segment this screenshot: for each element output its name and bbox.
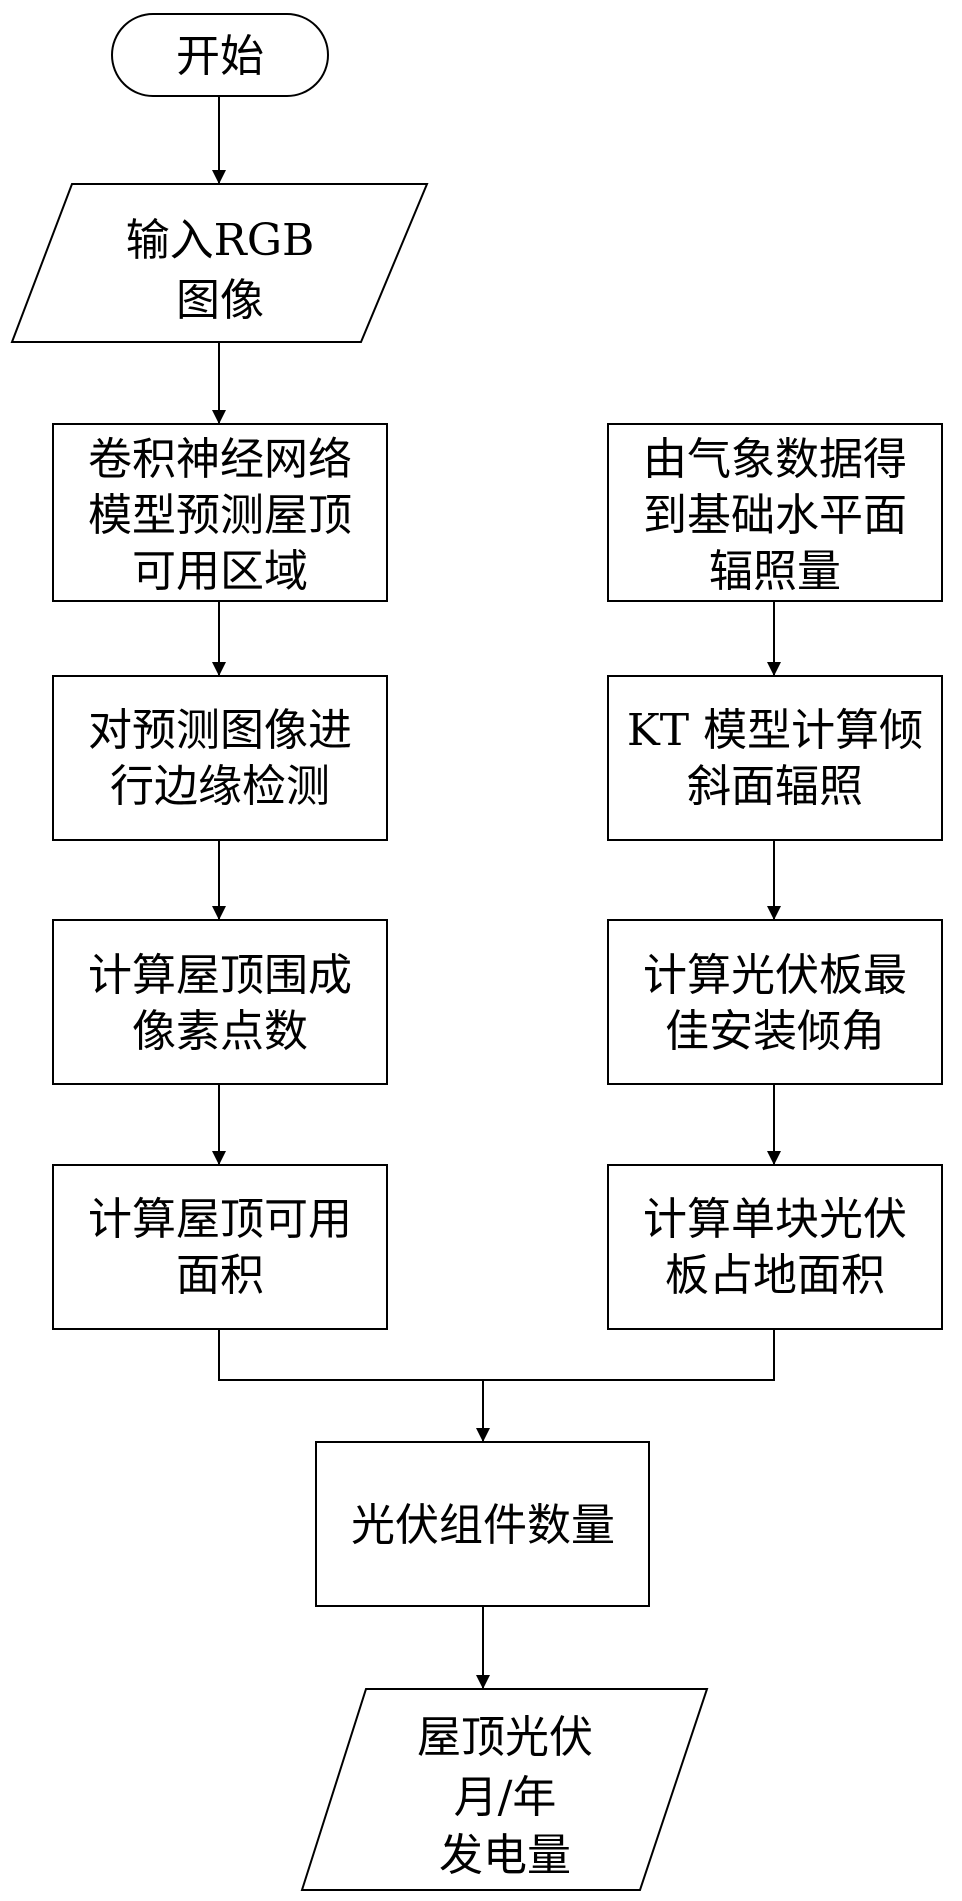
right-step1-line-2: 到基础水平面 [643,490,907,541]
left-step1-line-1: 卷积神经网络 [88,434,352,485]
left-step1-line-2: 模型预测屋顶 [88,490,352,541]
right-step2-line-1: KT 模型计算倾 [627,705,923,756]
right-step1-line-1: 由气象数据得 [643,434,907,485]
right-step3-line-2: 佳安装倾角 [665,1006,885,1057]
left-step2-line-1: 对预测图像进 [88,705,352,756]
right-step2-box [607,675,943,841]
output-line-2: 月/年 [454,1772,557,1823]
output-line-1: 屋顶光伏 [417,1712,593,1763]
left-step2-line-2: 行边缘检测 [110,761,330,812]
left-step4-box [52,1164,388,1330]
input-parallelogram [10,183,429,343]
left-step4-line-2: 面积 [176,1250,264,1301]
left-step4-line-1: 计算屋顶可用 [88,1194,352,1245]
input-line-1: 输入RGB [126,215,315,266]
output-line-3: 发电量 [439,1830,571,1881]
join-line [218,1329,775,1381]
left-step1-line-3: 可用区域 [132,546,308,597]
left-step3-line-2: 像素点数 [132,1006,308,1057]
input-line-2: 图像 [176,275,264,326]
merge-label: 光伏组件数量 [351,1500,615,1551]
left-step3-line-1: 计算屋顶围成 [88,950,352,1001]
right-step4-line-1: 计算单块光伏 [643,1194,907,1245]
left-step2-box [52,675,388,841]
right-step3-box [607,919,943,1085]
right-step4-line-2: 板占地面积 [665,1250,885,1301]
right-step3-line-1: 计算光伏板最 [643,950,907,1001]
right-step4-box [607,1164,943,1330]
right-step2-line-2: 斜面辐照 [687,761,863,812]
output-parallelogram [300,1688,709,1891]
left-step3-box [52,919,388,1085]
start-label: 开始 [176,31,264,82]
right-step1-line-3: 辐照量 [709,546,841,597]
